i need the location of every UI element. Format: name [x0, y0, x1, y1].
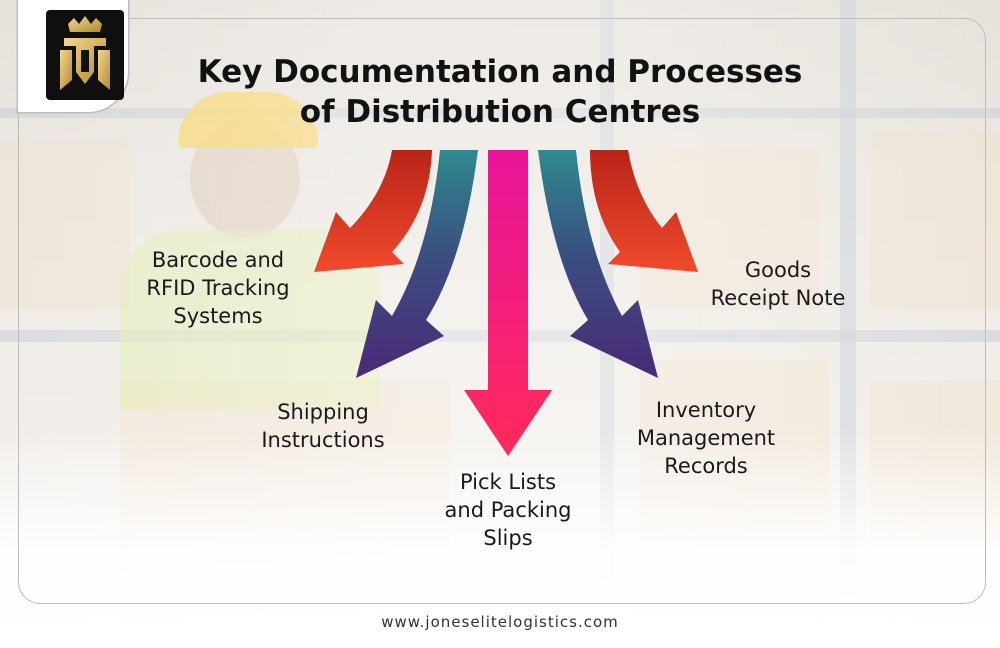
footer-url[interactable]: www.joneselitelogistics.com: [381, 613, 619, 631]
label-barcode-line-1: Barcode and: [151, 248, 285, 272]
label-shipping-instructions: Shipping Instructions: [236, 398, 410, 454]
label-pick-lists: Pick Lists and Packing Slips: [410, 468, 606, 552]
title-line-2: of Distribution Centres: [299, 94, 701, 130]
label-goods-receipt: Goods Receipt Note: [682, 256, 874, 312]
label-inventory-line-2: Management: [636, 426, 776, 450]
arrow-purple-right: [538, 150, 658, 378]
label-pick-line-3: Slips: [483, 526, 533, 550]
label-inventory-line-1: Inventory: [655, 398, 757, 422]
label-barcode-line-3: Systems: [173, 304, 263, 328]
label-goods-line-2: Receipt Note: [710, 286, 846, 310]
page-title: Key Documentation and Processes of Distr…: [160, 52, 840, 132]
arrow-pink-center: [464, 150, 552, 456]
company-logo: [46, 10, 124, 100]
title-line-1: Key Documentation and Processes: [197, 54, 803, 90]
arrow-red-right: [590, 150, 698, 272]
label-shipping-line-2: Instructions: [261, 428, 385, 452]
label-barcode-rfid: Barcode and RFID Tracking Systems: [118, 246, 318, 330]
arrow-red-left: [314, 150, 432, 272]
label-pick-line-2: and Packing: [444, 498, 572, 522]
label-inventory-line-3: Records: [664, 454, 748, 478]
label-pick-line-1: Pick Lists: [459, 470, 557, 494]
content-frame: [18, 18, 986, 604]
label-shipping-line-1: Shipping: [277, 400, 369, 424]
arrow-purple-left: [356, 150, 478, 378]
logo-corner: [18, 0, 128, 112]
label-goods-line-1: Goods: [744, 258, 812, 282]
label-inventory-records: Inventory Management Records: [604, 396, 808, 480]
label-barcode-line-2: RFID Tracking: [146, 276, 290, 300]
